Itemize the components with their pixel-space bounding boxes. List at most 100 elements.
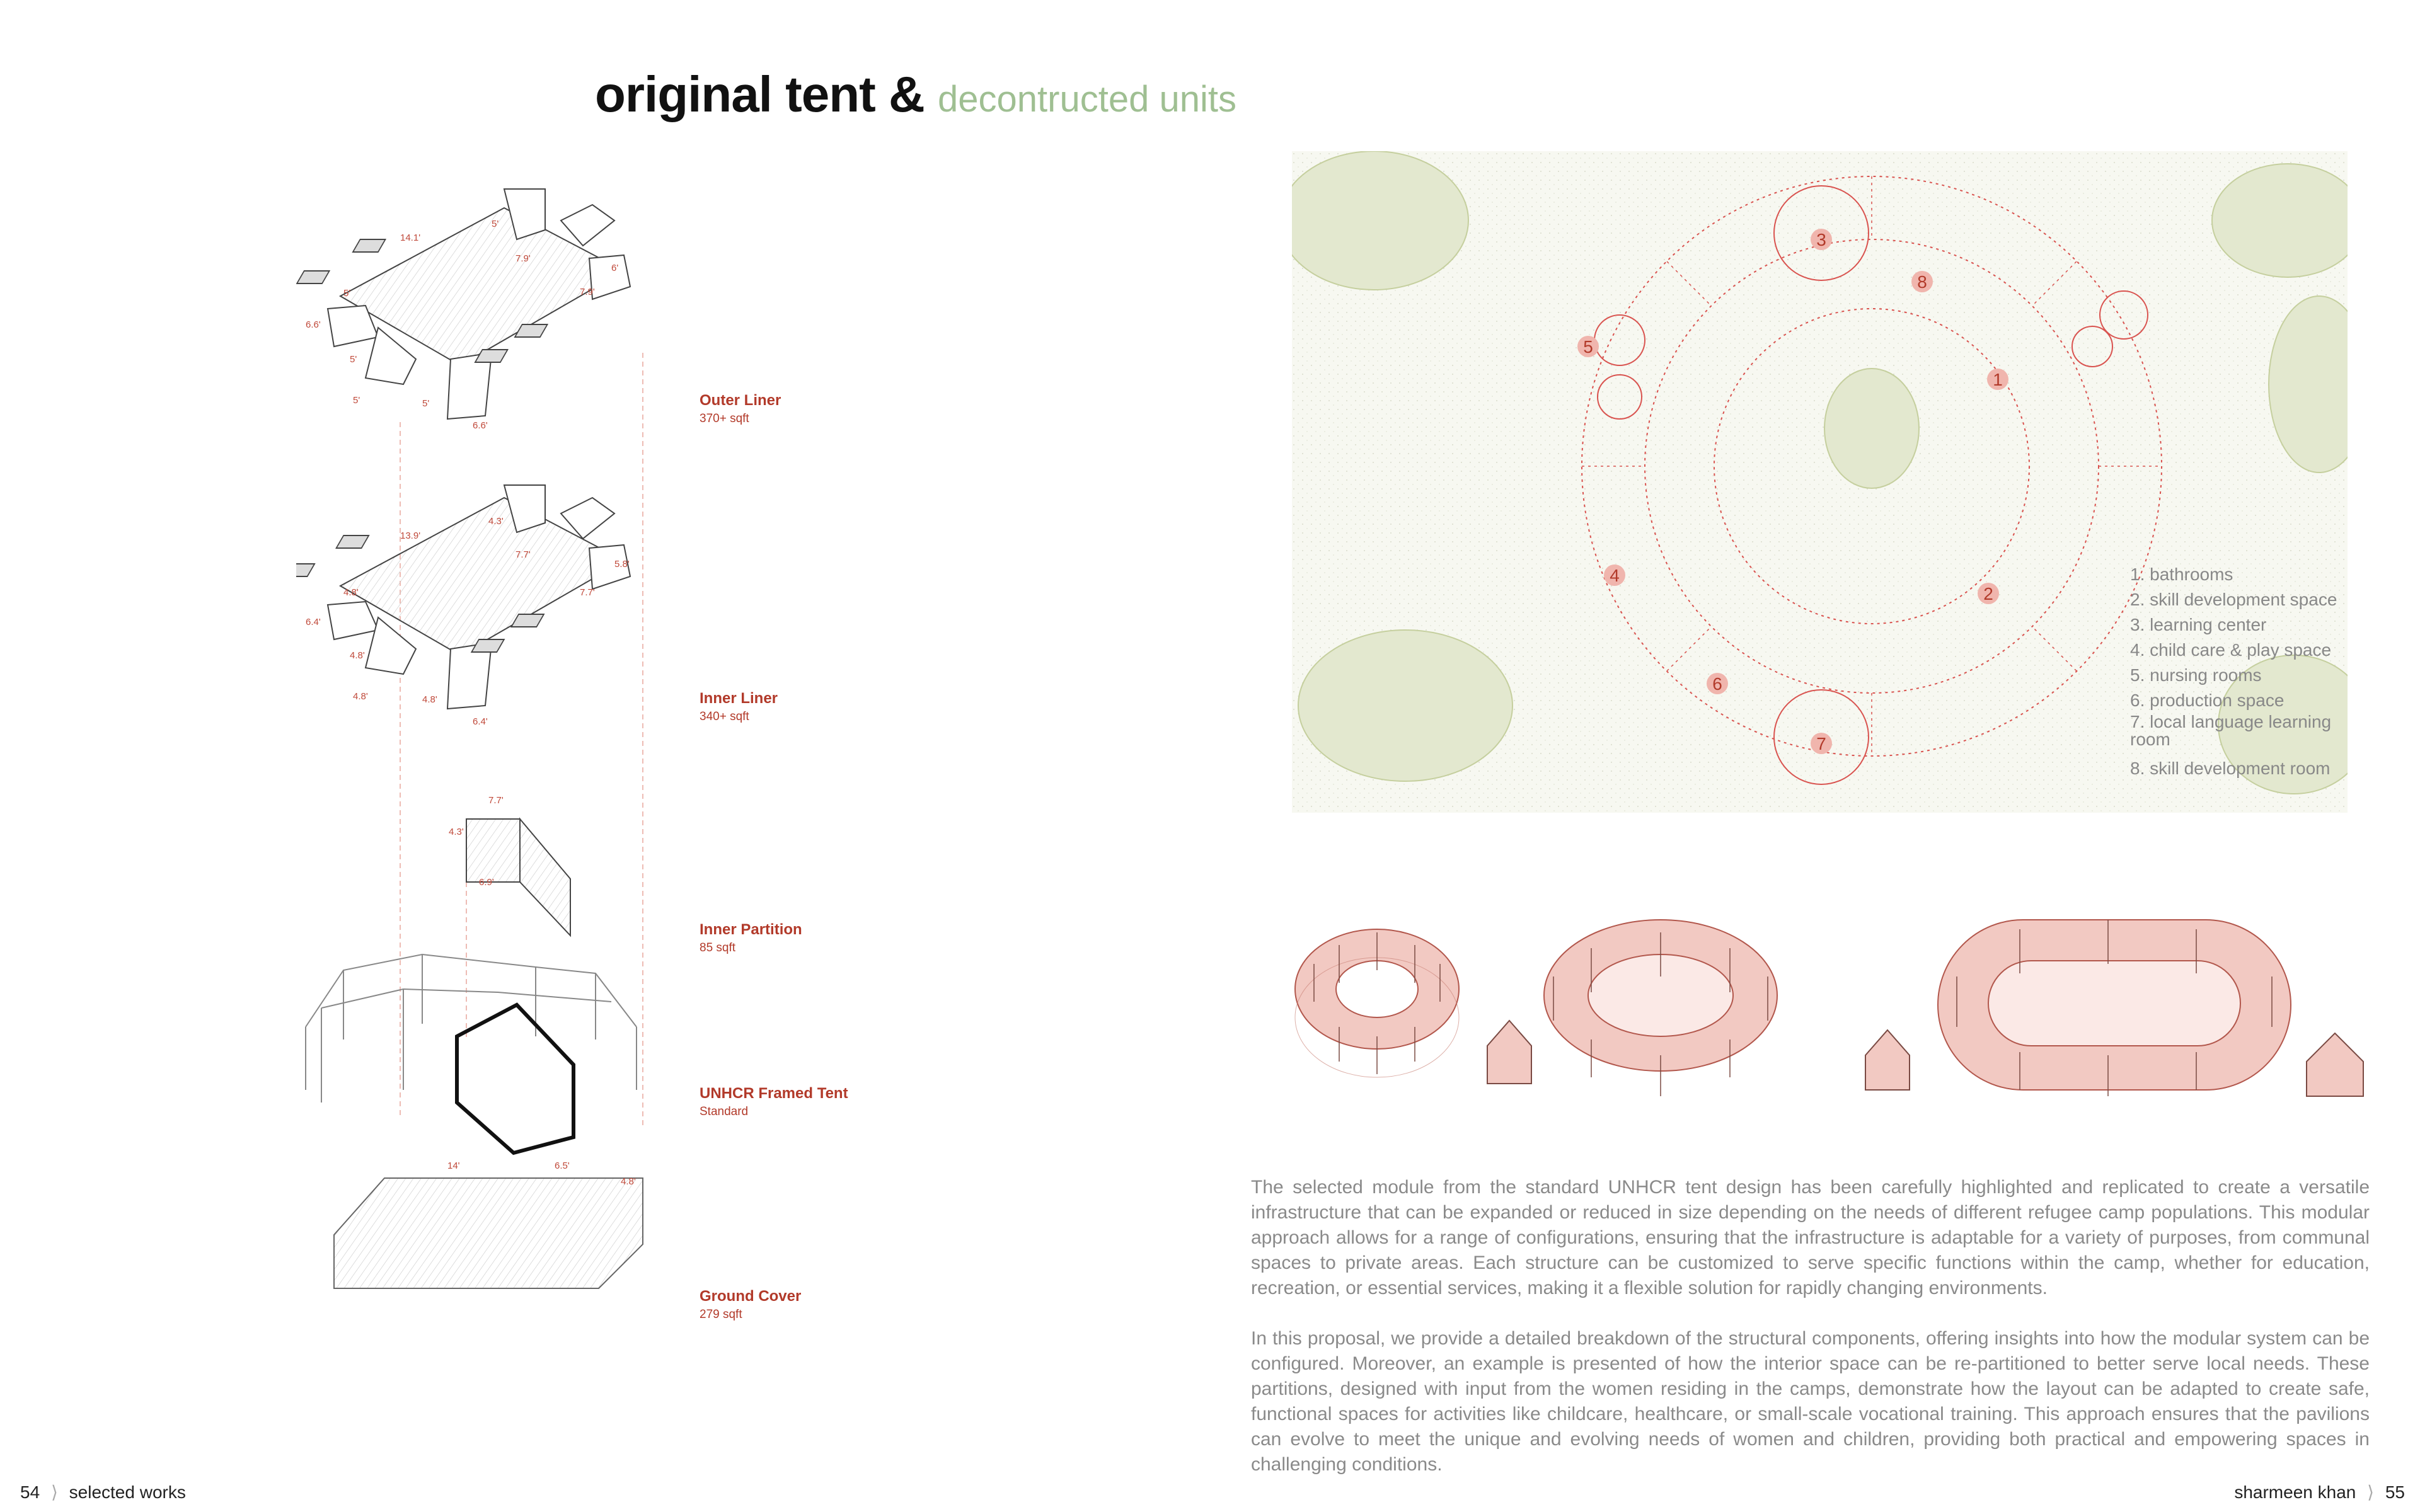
layer-area: Standard [700,1105,749,1118]
zone-marker-1: 1 [1987,369,2008,390]
zone-marker-8: 8 [1911,271,1933,292]
layer-area: 85 sqft [700,941,736,954]
dim-label: 7.9' [516,253,531,264]
page-divider-glyph: ⟩ [2367,1482,2375,1502]
outer-liner-drawing [296,188,631,420]
legend-item: 4. child care & play space [2130,640,2332,660]
dim-label: 7.7' [580,587,595,598]
layer-name: Inner Liner [700,690,778,707]
dim-label: 5' [492,219,498,229]
layer-inner-liner: Inner Liner 340+ sqft [700,690,778,724]
dim-label: 6.9' [479,877,494,888]
dim-label: 14' [447,1160,460,1171]
dim-label: 5' [343,288,350,299]
dim-label: 6.6' [306,319,321,330]
inner-liner-drawing [296,484,631,710]
dim-label: 5' [350,354,357,365]
layer-name: Inner Partition [700,921,802,938]
svg-text:1: 1 [1993,370,2003,389]
legend-item: 3. learning center [2130,615,2267,634]
title-bold: original tent & [595,66,925,122]
dim-label: 13.9' [400,530,420,541]
svg-text:8: 8 [1917,272,1927,292]
layer-ground-cover: Ground Cover 279 sqft [700,1288,801,1322]
page-title: original tent & decontructed units [595,66,1236,123]
zone-marker-2: 2 [1978,583,1999,604]
dim-label: 5' [353,395,360,406]
legend-item: 6. production space [2130,690,2285,710]
layer-name: Ground Cover [700,1288,802,1305]
zone-marker-4: 4 [1604,564,1625,586]
layer-area: 279 sqft [700,1308,742,1321]
description-paragraph-1: The selected module from the standard UN… [1251,1177,2370,1298]
layer-name: Outer Liner [700,392,781,409]
zone-marker-7: 7 [1811,733,1832,754]
dim-label: 14.1' [400,232,420,243]
legend-item: 7. local language learning room [2130,712,2332,749]
dim-label: 7.7' [516,549,531,560]
highlighted-module [455,1002,575,1155]
config-large [1937,919,2364,1097]
vegetation [1292,151,2348,794]
svg-text:3: 3 [1816,230,1826,249]
svg-text:4: 4 [1610,566,1620,585]
legend-item: 2. skill development space [2130,590,2337,609]
layer-framed-tent: UNHCR Framed Tent Standard [700,1085,848,1119]
legend-item: 1. bathrooms [2130,564,2233,584]
inner-dimension-labels: 13.9' 4.3' 7.7' 5.8' 7.7' 4.8' 6.4' 4.8'… [306,516,630,727]
dim-label: 5' [422,398,429,409]
footer-left: 54 ⟩ selected works [20,1482,186,1503]
ground-dimension-labels: 14' 6.5' 4.8' [447,1160,636,1187]
layer-area: 340+ sqft [700,710,749,723]
footer-right: sharmeen khan ⟩ 55 [2234,1482,2405,1503]
dim-label: 6.6' [473,420,488,431]
layer-area: 370+ sqft [700,412,749,425]
zone-marker-3: 3 [1811,229,1832,250]
ground-cover-drawing [333,1177,643,1289]
title-light: decontructed units [938,79,1236,120]
rooms [1594,185,2148,785]
svg-text:6: 6 [1712,674,1722,694]
dim-label: 7.7' [488,795,504,806]
dim-label: 4.8' [422,694,437,705]
dim-label: 6.4' [306,617,321,627]
svg-text:7: 7 [1816,734,1826,753]
layer-name: UNHCR Framed Tent [700,1085,848,1102]
dim-label: 4.8' [350,650,365,661]
config-medium [1543,919,1910,1096]
dim-label: 4.8' [353,691,368,702]
outer-dimension-labels: 14.1' 5' 7.9' 6' 7.9' 5' 6.6' 5' 5' 5' 6… [306,219,618,431]
zone-marker-5: 5 [1577,336,1599,357]
dim-label: 6' [611,263,618,273]
dim-label: 6.5' [555,1160,570,1171]
page-number-right: 55 [2385,1482,2405,1502]
dim-label: 7.9' [580,287,595,297]
partition-dimension-labels: 7.7' 4.3' 6.9' [449,795,504,888]
dim-label: 4.3' [488,516,504,527]
alignment-guides [400,353,643,1128]
site-legend: 1. bathrooms 2. skill development space … [2130,562,2337,781]
dim-label: 4.8' [621,1176,636,1187]
inner-partition-drawing [466,817,571,937]
svg-text:2: 2 [1983,584,1993,604]
config-small [1294,929,1532,1084]
page-number-left: 54 [20,1482,40,1502]
dim-label: 6.4' [473,716,488,727]
footer-right-text: sharmeen khan [2234,1482,2356,1502]
footer-left-text: selected works [69,1482,186,1502]
dim-label: 4.8' [343,587,359,598]
exploded-tent-diagram: 14.1' 5' 7.9' 6' 7.9' 5' 6.6' 5' 5' 5' 6… [296,188,643,1289]
radial-lines [1582,176,2162,756]
layer-outer-liner: Outer Liner 370+ sqft [700,392,781,426]
dim-label: 4.3' [449,827,464,837]
zone-marker-6: 6 [1707,673,1728,694]
legend-item: 5. nursing rooms [2130,665,2262,685]
pavilion-configurations [1294,919,2364,1097]
framed-tent-drawing [305,953,637,1102]
dim-label: 5.8' [614,559,630,570]
site-plan: 1 2 3 4 5 6 7 8 [1292,151,2348,813]
page-divider-glyph: ⟩ [50,1482,58,1502]
zone-markers: 1 2 3 4 5 6 7 8 [1577,229,2008,754]
svg-text:5: 5 [1583,337,1593,357]
layer-inner-partition: Inner Partition 85 sqft [700,921,802,955]
